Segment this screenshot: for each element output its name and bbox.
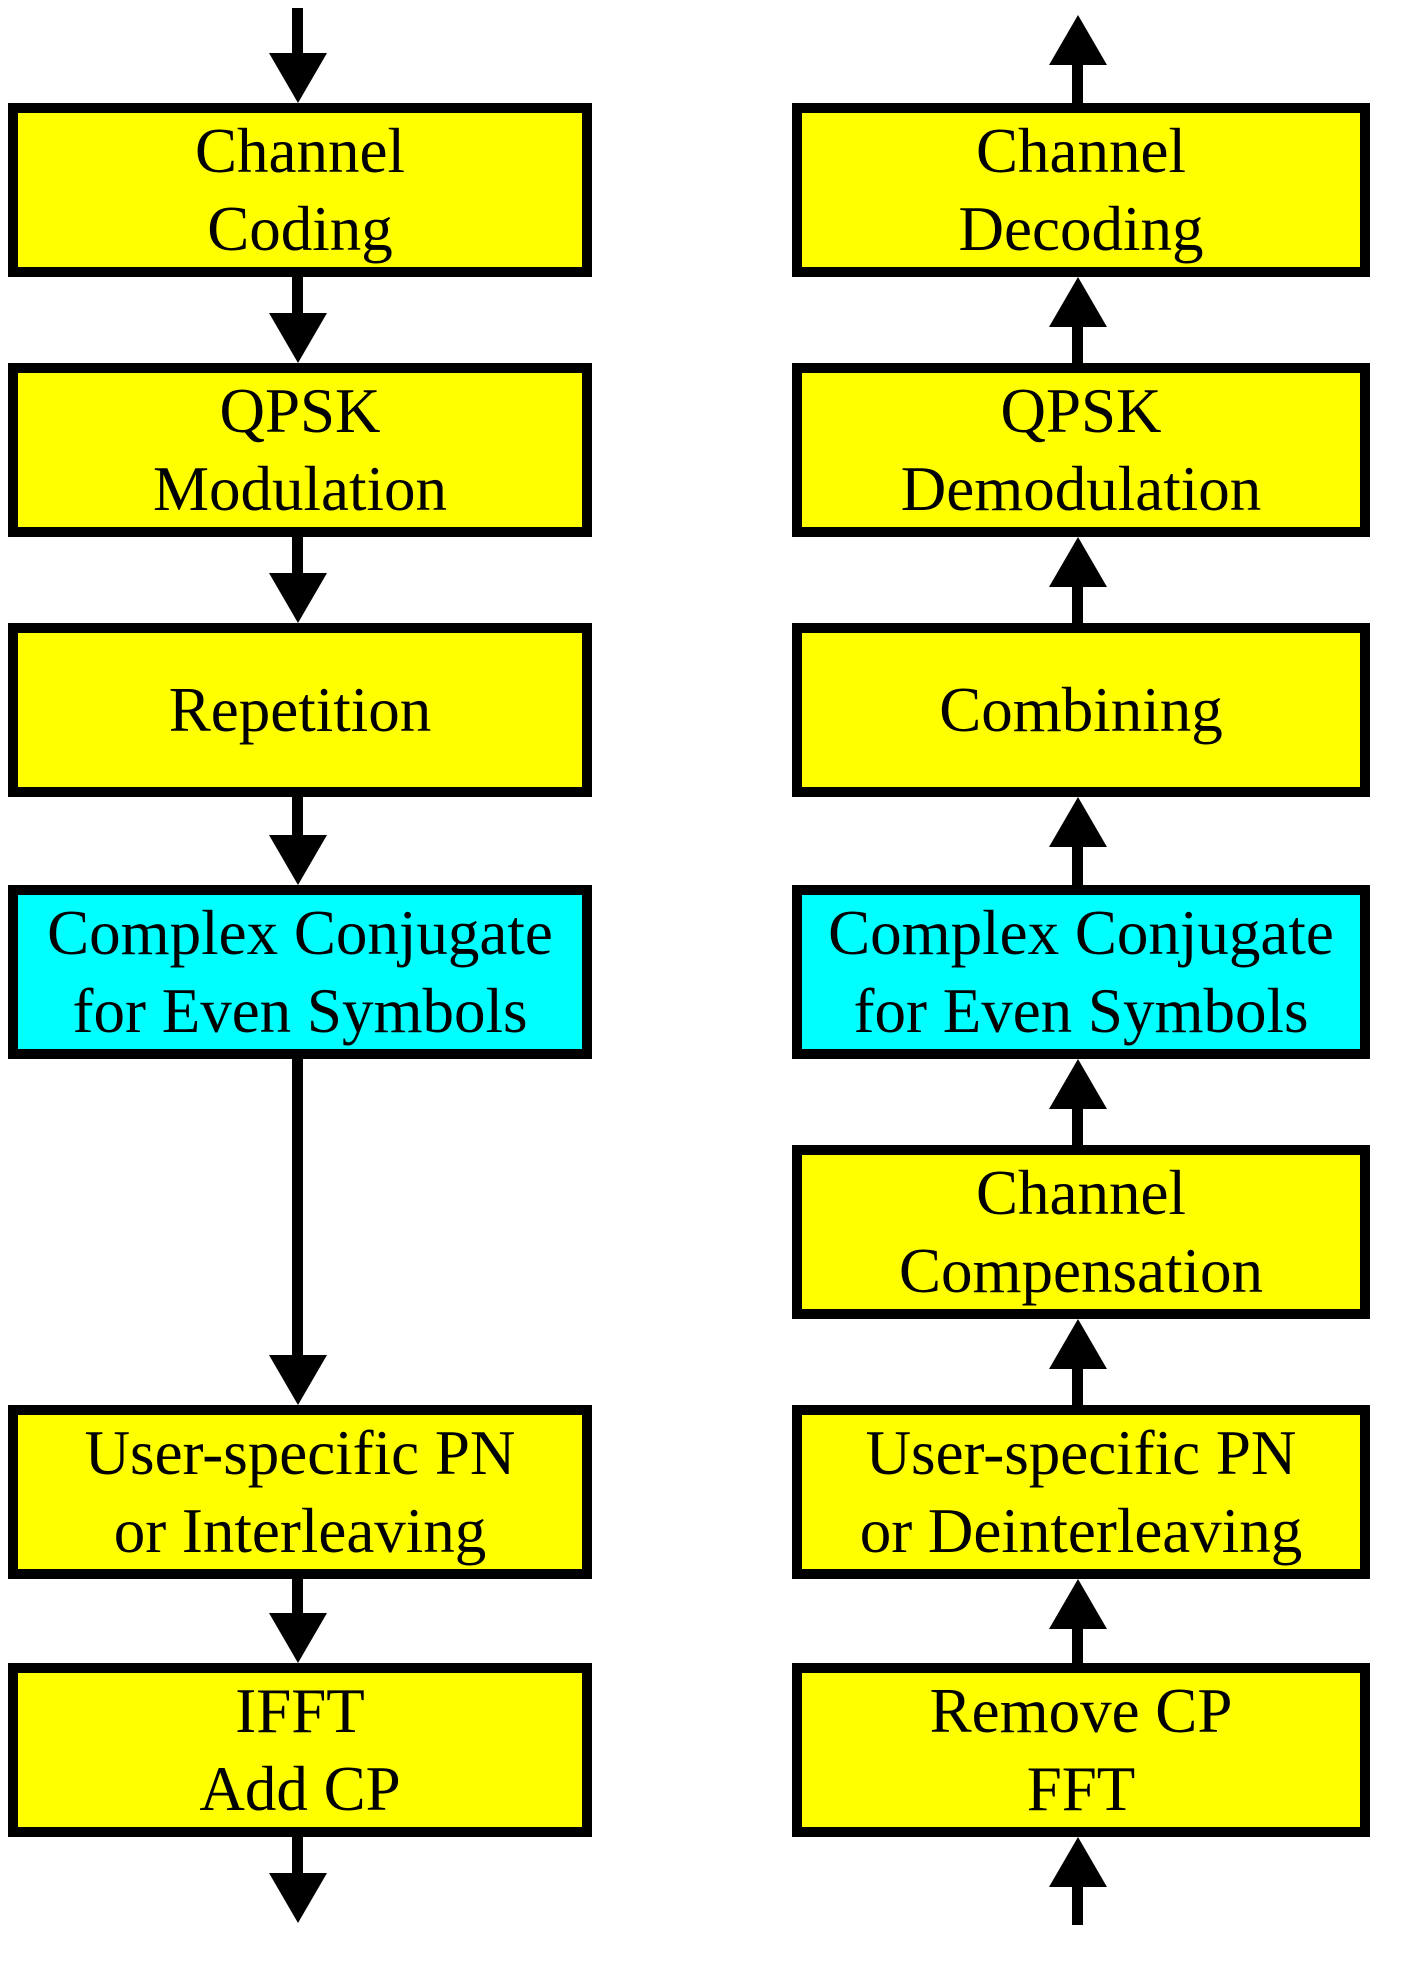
block-label-line: Remove CP xyxy=(929,1676,1233,1746)
block-remove-cp-fft: Remove CP FFT xyxy=(792,1663,1370,1837)
block-label-line: IFFT xyxy=(235,1676,365,1746)
arrow-up-icon xyxy=(1072,327,1083,363)
arrow-up-icon xyxy=(1072,65,1083,103)
block-label-line: Channel xyxy=(976,116,1186,186)
arrow-down-icon xyxy=(292,8,303,53)
arrow-up-icon xyxy=(1072,1629,1083,1663)
block-label-line: or Interleaving xyxy=(113,1496,487,1566)
arrow-down-icon xyxy=(292,1059,303,1355)
block-label-line: User-specific PN xyxy=(865,1418,1297,1488)
arrow-up-icon xyxy=(1072,1109,1083,1145)
block-label-line: QPSK xyxy=(219,376,381,446)
arrow-down-icon xyxy=(292,1579,303,1613)
block-label-line: Complex Conjugate xyxy=(47,898,553,968)
block-user-pn-deinterleaving: User-specific PN or Deinterleaving xyxy=(792,1405,1370,1579)
block-label-line: Modulation xyxy=(153,454,447,524)
arrow-up-icon xyxy=(1072,587,1083,623)
block-label-line: QPSK xyxy=(1000,376,1162,446)
block-qpsk-modulation: QPSK Modulation xyxy=(8,363,592,537)
arrow-down-icon xyxy=(292,537,303,573)
block-label-line: for Even Symbols xyxy=(853,976,1309,1046)
block-label-line: Combining xyxy=(939,675,1223,745)
block-user-pn-interleaving: User-specific PN or Interleaving xyxy=(8,1405,592,1579)
arrow-up-icon xyxy=(1072,1369,1083,1405)
block-label-line: Complex Conjugate xyxy=(828,898,1334,968)
block-label-line: Demodulation xyxy=(900,454,1262,524)
block-channel-decoding: Channel Decoding xyxy=(792,103,1370,277)
block-channel-compensation: Channel Compensation xyxy=(792,1145,1370,1319)
arrow-down-icon xyxy=(292,277,303,313)
block-label-line: Channel xyxy=(976,1158,1186,1228)
block-complex-conjugate-tx: Complex Conjugate for Even Symbols xyxy=(8,885,592,1059)
block-label-line: FFT xyxy=(1026,1754,1136,1824)
block-label-line: Coding xyxy=(207,194,393,264)
block-label-line: User-specific PN xyxy=(84,1418,516,1488)
block-label-line: Add CP xyxy=(199,1754,401,1824)
arrow-up-icon xyxy=(1072,847,1083,885)
block-label-line: Channel xyxy=(195,116,405,186)
block-ifft-add-cp: IFFT Add CP xyxy=(8,1663,592,1837)
block-label-line: or Deinterleaving xyxy=(859,1496,1303,1566)
block-label-line: Repetition xyxy=(168,675,432,745)
arrow-down-icon xyxy=(292,797,303,835)
block-combining: Combining xyxy=(792,623,1370,797)
block-qpsk-demodulation: QPSK Demodulation xyxy=(792,363,1370,537)
block-complex-conjugate-rx: Complex Conjugate for Even Symbols xyxy=(792,885,1370,1059)
arrow-up-icon xyxy=(1072,1887,1083,1925)
block-channel-coding: Channel Coding xyxy=(8,103,592,277)
block-label-line: for Even Symbols xyxy=(72,976,528,1046)
block-label-line: Compensation xyxy=(899,1236,1263,1306)
arrow-down-icon xyxy=(292,1837,303,1873)
block-label-line: Decoding xyxy=(958,194,1204,264)
block-repetition: Repetition xyxy=(8,623,592,797)
